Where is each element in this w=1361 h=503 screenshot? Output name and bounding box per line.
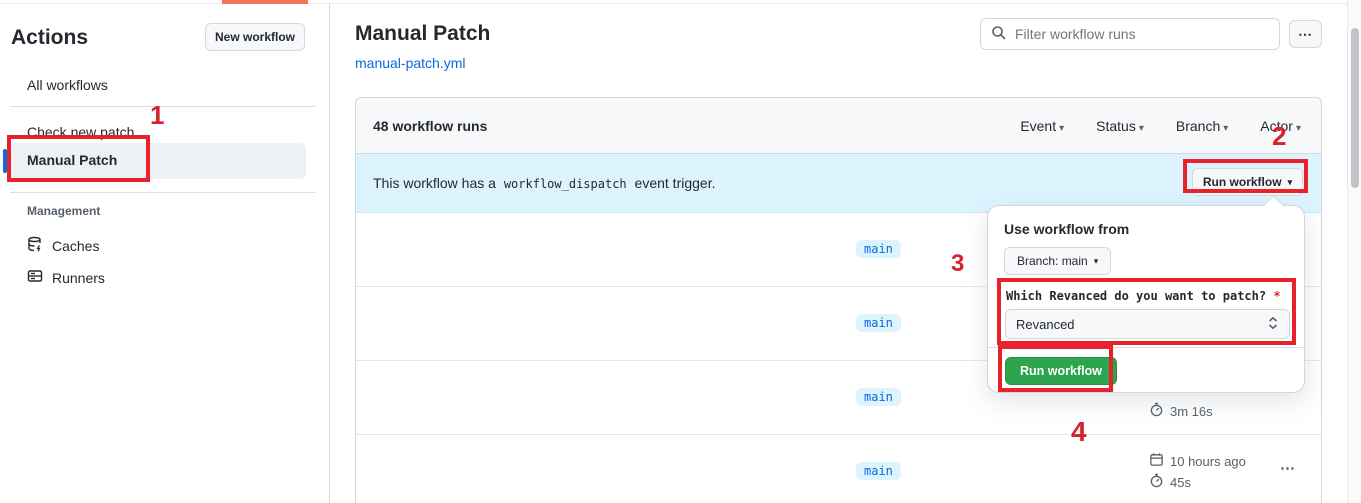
filter-workflow-runs-box — [980, 18, 1280, 50]
sidebar-divider — [10, 106, 315, 107]
select-updown-icon — [1267, 316, 1279, 333]
page-kebab-menu-button[interactable]: ⋯ — [1289, 20, 1322, 48]
workflow-dispatch-code: workflow_dispatch — [503, 177, 627, 191]
scrollbar-thumb[interactable] — [1351, 28, 1359, 188]
chevron-down-icon: ▾ — [1223, 122, 1229, 134]
run-workflow-dropdown-button[interactable]: Run workflow ▾ — [1192, 168, 1303, 196]
runners-server-icon — [27, 268, 43, 287]
workflow-run-row[interactable]: main 10 hours ago — [356, 435, 1321, 503]
chevron-down-icon: ▾ — [1138, 122, 1144, 134]
dialog-title: Use workflow from — [1004, 221, 1130, 237]
dialog-divider — [988, 347, 1304, 348]
branch-badge[interactable]: main — [856, 314, 901, 332]
workflow-file-link[interactable]: manual-patch.yml — [355, 55, 466, 71]
sidebar-item-runners[interactable]: Runners — [27, 268, 105, 287]
sidebar-divider — [10, 192, 315, 193]
run-row-kebab-button[interactable]: ⋯ — [1280, 460, 1296, 477]
stopwatch-icon — [1149, 473, 1164, 491]
chevron-down-icon: ▾ — [1093, 255, 1099, 266]
selected-item-accent-bar — [3, 149, 7, 173]
stopwatch-icon — [1149, 402, 1164, 420]
search-icon — [991, 25, 1007, 44]
runs-table-header: 48 workflow runs Event▾ Status▾ Branch▾ … — [356, 98, 1321, 154]
sidebar-item-caches[interactable]: Caches — [27, 236, 99, 255]
branch-badge[interactable]: main — [856, 462, 901, 480]
workflow-input-label: Which Revanced do you want to patch? * — [1006, 289, 1281, 303]
branch-select-button[interactable]: Branch: main ▾ — [1004, 247, 1112, 275]
sidebar-item-all-workflows[interactable]: All workflows — [27, 77, 108, 93]
page-title: Manual Patch — [355, 22, 491, 45]
filter-branch-dropdown[interactable]: Branch▾ — [1175, 117, 1229, 134]
revanced-select[interactable]: Revanced — [1005, 309, 1290, 339]
sidebar-item-manual-patch[interactable]: Manual Patch — [10, 143, 306, 179]
page-top-divider — [0, 3, 1361, 4]
chevron-down-icon: ▾ — [1287, 176, 1293, 187]
new-workflow-button[interactable]: New workflow — [205, 23, 305, 51]
branch-badge[interactable]: main — [856, 388, 901, 406]
sidebar-item-check-new-patch[interactable]: Check new patch — [27, 124, 135, 140]
run-duration: 45s — [1149, 473, 1191, 491]
chevron-down-icon: ▾ — [1059, 122, 1065, 134]
filter-status-dropdown[interactable]: Status▾ — [1096, 117, 1144, 134]
run-date: 10 hours ago — [1149, 452, 1246, 470]
cache-database-icon — [27, 236, 43, 255]
filter-workflow-runs-input[interactable] — [1015, 26, 1269, 42]
sidebar-item-label: Runners — [52, 269, 105, 286]
runs-count-label: 48 workflow runs — [373, 117, 488, 134]
branch-badge[interactable]: main — [856, 240, 901, 258]
filter-actor-dropdown[interactable]: Actor▾ — [1260, 117, 1301, 134]
vertical-scrollbar[interactable] — [1347, 0, 1361, 503]
run-duration: 3m 16s — [1149, 402, 1213, 420]
management-section-label: Management — [27, 204, 101, 218]
runs-filters: Event▾ Status▾ Branch▾ Actor▾ — [1020, 98, 1321, 153]
required-asterisk: * — [1273, 289, 1281, 303]
sidebar-item-label: Manual Patch — [27, 152, 118, 168]
top-loading-accent-bar — [222, 0, 308, 4]
calendar-icon — [1149, 452, 1164, 470]
filter-event-dropdown[interactable]: Event▾ — [1020, 117, 1065, 134]
run-workflow-dialog: Use workflow from Branch: main ▾ Which R… — [987, 205, 1305, 393]
actions-sidebar: Actions New workflow All workflows Check… — [0, 4, 330, 503]
banner-text: This workflow has a workflow_dispatch ev… — [373, 175, 716, 191]
sidebar-item-label: Caches — [52, 237, 100, 254]
run-workflow-submit-button[interactable]: Run workflow — [1005, 357, 1117, 385]
sidebar-title: Actions — [11, 26, 89, 49]
chevron-down-icon: ▾ — [1295, 122, 1301, 134]
